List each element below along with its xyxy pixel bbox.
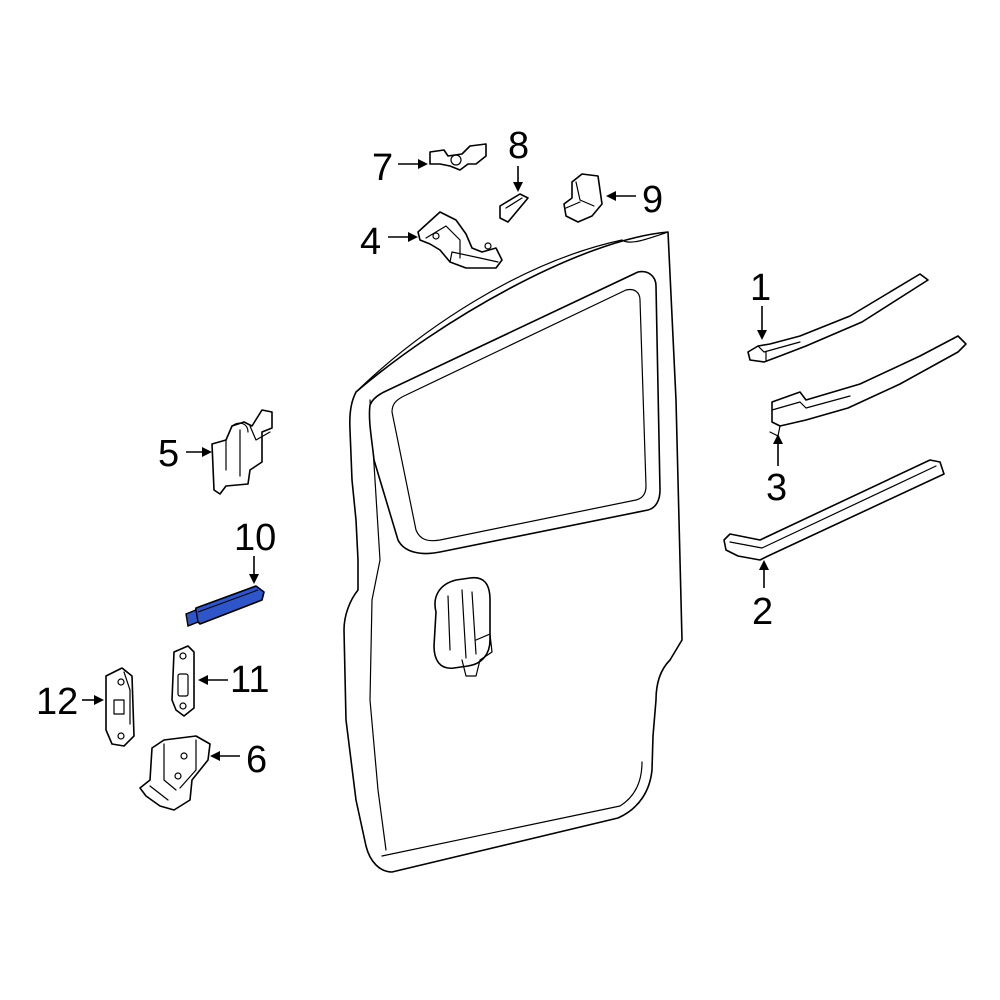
part-7-clip bbox=[429, 143, 487, 171]
callout-8: 8 bbox=[508, 125, 529, 167]
callout-6: 6 bbox=[246, 739, 267, 781]
callout-arrows bbox=[82, 159, 783, 761]
part-9-bumper bbox=[563, 173, 603, 223]
callout-12: 12 bbox=[36, 681, 78, 723]
callout-3: 3 bbox=[766, 467, 787, 509]
part-5-latch bbox=[211, 409, 273, 495]
part-4-bracket bbox=[417, 211, 503, 269]
part-11-striker bbox=[171, 645, 195, 717]
part-3-middle-weatherstrip bbox=[769, 335, 967, 437]
callout-11: 11 bbox=[230, 659, 269, 701]
sliding-door-panel bbox=[343, 231, 683, 873]
callout-4: 4 bbox=[360, 221, 381, 263]
callout-1: 1 bbox=[750, 267, 771, 309]
part-12-plate bbox=[105, 667, 135, 747]
part-1-upper-weatherstrip bbox=[747, 273, 929, 363]
part-2-lower-weatherstrip bbox=[723, 459, 945, 561]
callout-10: 10 bbox=[234, 517, 276, 559]
callout-7: 7 bbox=[372, 147, 393, 189]
part-8-pad bbox=[499, 193, 529, 223]
callout-5: 5 bbox=[158, 433, 179, 475]
callout-9: 9 bbox=[642, 179, 663, 221]
callout-labels: 7 8 9 4 1 3 2 5 10 11 12 6 bbox=[36, 125, 787, 781]
part-10-rod bbox=[185, 585, 265, 627]
part-6-bracket bbox=[139, 735, 211, 811]
callout-2: 2 bbox=[752, 591, 773, 633]
